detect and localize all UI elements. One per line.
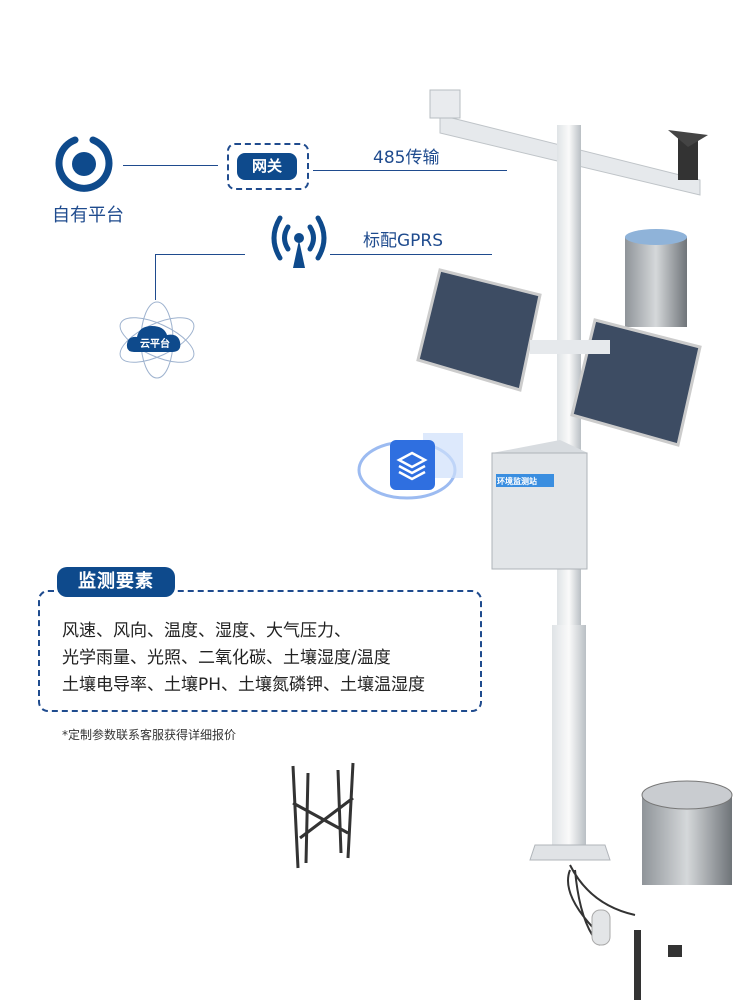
connector-line xyxy=(330,254,492,255)
own-platform-icon xyxy=(55,136,113,192)
antenna-icon xyxy=(271,215,327,268)
element-line: 光学雨量、光照、二氧化碳、土壤湿度/温度 xyxy=(62,648,391,668)
own-platform-label: 自有平台 xyxy=(52,205,124,226)
footnote: *定制参数联系客服获得详细报价 xyxy=(62,728,237,742)
cloud-platform-label: 云平台 xyxy=(140,339,170,350)
connector-line xyxy=(155,254,156,300)
gprs-label: 标配GPRS xyxy=(363,231,444,251)
station-box-label: 环境监测站 xyxy=(497,477,537,486)
element-line: 风速、风向、温度、湿度、大气压力、 xyxy=(62,621,351,641)
rs485-label: 485传输 xyxy=(373,148,440,168)
cloud-platform-icon xyxy=(119,301,195,379)
gateway-badge: 网关 xyxy=(237,153,297,180)
monitoring-elements-title: 监测要素 xyxy=(57,567,175,597)
connector-line xyxy=(313,170,507,171)
weather-station-illustration xyxy=(416,89,733,1000)
sensor-stand-illustration xyxy=(291,762,355,869)
connector-line xyxy=(123,165,218,166)
gateway-frame xyxy=(227,143,309,190)
data-stack-icon xyxy=(357,433,463,500)
connector-line xyxy=(155,254,245,255)
element-line: 土壤电导率、土壤PH、土壤氮磷钾、土壤温湿度 xyxy=(62,675,426,695)
monitoring-elements-box xyxy=(38,590,482,712)
